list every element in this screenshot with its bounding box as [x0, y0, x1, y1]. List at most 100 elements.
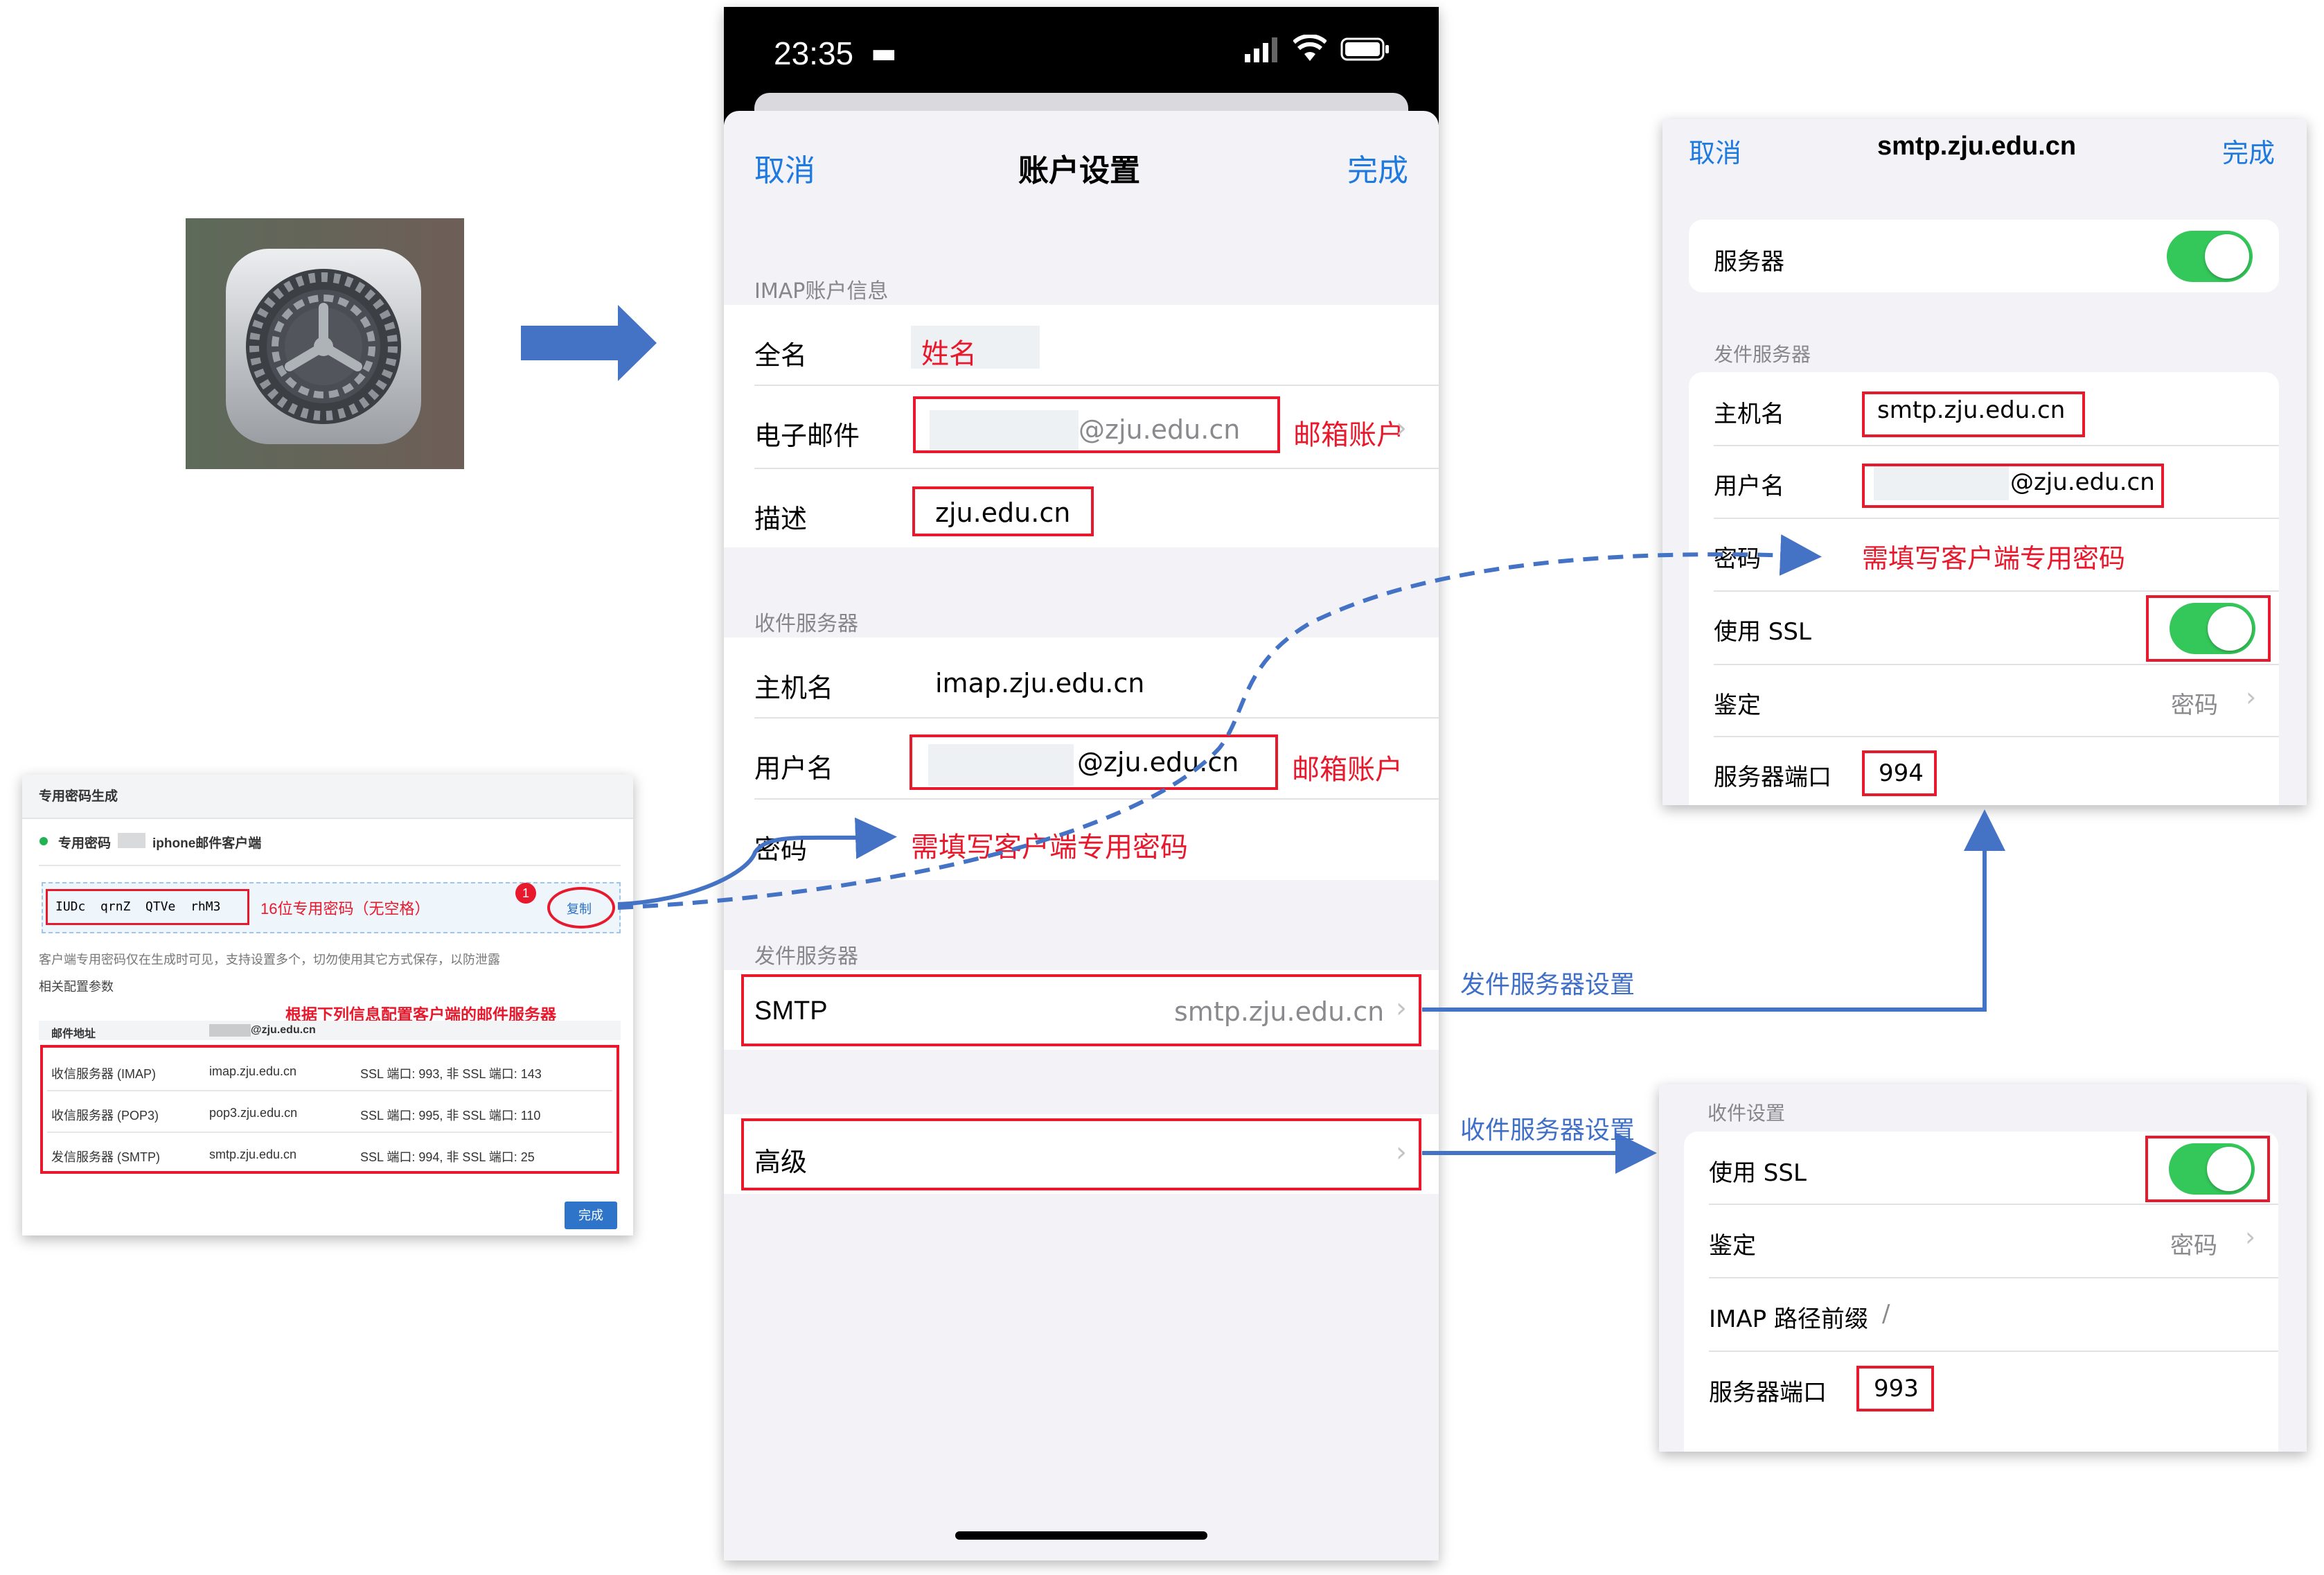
- smtp-server-label: 服务器: [1714, 248, 1784, 276]
- incoming-settings-annotation: 收件服务器设置: [1460, 1116, 1635, 1145]
- step-badge: 1: [515, 883, 536, 904]
- imap-port-label: 服务器端口: [1709, 1379, 1827, 1407]
- password-value[interactable]: IUDc qrnZ QTVe rhM3: [55, 899, 221, 914]
- imap-user-note: 邮箱账户: [1292, 754, 1403, 786]
- smtp-server-toggle[interactable]: [2167, 231, 2253, 282]
- smtp-cancel-button[interactable]: 取消: [1689, 138, 1742, 168]
- smtp-highlight: [741, 974, 1421, 1046]
- web-done-button[interactable]: 完成: [565, 1202, 617, 1229]
- smtp-panel-title: smtp.zju.edu.cn: [1877, 132, 2077, 161]
- imap-ssl-toggle[interactable]: [2169, 1143, 2255, 1195]
- smtp-port-highlight: [1862, 750, 1937, 796]
- smtp-done-button[interactable]: 完成: [2222, 138, 2276, 168]
- fullname-label: 全名: [754, 340, 808, 371]
- imap-section-header: 收件设置: [1707, 1102, 1786, 1125]
- smtp-ssl-highlight: [2146, 595, 2271, 662]
- section-header-imap: IMAP账户信息: [754, 279, 889, 303]
- chevron-right-icon: ›: [1396, 1136, 1407, 1168]
- password-generator-panel: 专用密码生成 专用密码 iphone邮件客户端 IUDc qrnZ QTVe r…: [22, 775, 633, 1235]
- password-highlight: [46, 889, 249, 925]
- imap-password-note: 需填写客户端专用密码: [911, 832, 1188, 863]
- email-label: 电子邮件: [754, 421, 860, 451]
- email-value[interactable]: @zju.edu.cn: [1079, 414, 1241, 445]
- done-button[interactable]: 完成: [1347, 153, 1408, 188]
- description-label: 描述: [754, 504, 808, 534]
- row-ports: SSL 端口: 994, 非 SSL 端口: 25: [360, 1150, 535, 1164]
- email-highlight: [913, 396, 1280, 453]
- smtp-port-label: 服务器端口: [1714, 764, 1831, 791]
- imap-advanced-panel: 收件设置 使用 SSL 鉴定 密码 › IMAP 路径前缀 / 服务器端口 99…: [1659, 1084, 2307, 1452]
- big-arrow-icon: [521, 305, 657, 381]
- imap-ssl-highlight: [2145, 1136, 2270, 1202]
- config-table-highlight: [40, 1045, 619, 1174]
- imap-port-highlight: [1856, 1366, 1934, 1411]
- header-email-value: @zju.edu.cn: [251, 1024, 316, 1036]
- copy-highlight: [547, 887, 615, 929]
- outgoing-settings-annotation: 发件服务器设置: [1460, 971, 1635, 999]
- imap-ssl-label: 使用 SSL: [1709, 1159, 1807, 1187]
- battery-icon: [1340, 37, 1390, 65]
- smtp-label[interactable]: SMTP: [754, 996, 828, 1026]
- smtp-auth-value[interactable]: 密码: [2171, 692, 2218, 719]
- smtp-ssl-toggle[interactable]: [2170, 603, 2255, 654]
- row-ports: SSL 端口: 993, 非 SSL 端口: 143: [360, 1067, 542, 1081]
- section-header-outgoing: 发件服务器: [754, 944, 858, 969]
- imap-group: [724, 305, 1439, 547]
- imap-prefix-value[interactable]: /: [1882, 1300, 1890, 1328]
- smtp-auth-label: 鉴定: [1714, 692, 1761, 719]
- advanced-group: [724, 1114, 1439, 1194]
- phone-screen: 23:35 ▬ 取消 账户设置 完成 IMAP账户信息 全名 姓名 电子邮件 @…: [724, 7, 1439, 1560]
- password-note: 16位专用密码（无空格）: [260, 900, 430, 917]
- chevron-right-icon: ›: [2246, 682, 2257, 712]
- imap-auth-label: 鉴定: [1709, 1232, 1756, 1260]
- home-indicator: [955, 1531, 1207, 1540]
- smtp-port-value[interactable]: 994: [1879, 759, 1924, 787]
- smtp-password-note: 需填写客户端专用密码: [1862, 543, 2126, 574]
- web-item-name: iphone邮件客户端: [152, 836, 262, 851]
- row-ports: SSL 端口: 995, 非 SSL 端口: 110: [360, 1109, 541, 1123]
- web-panel-title: 专用密码生成: [39, 789, 118, 804]
- smtp-host-label: 主机名: [1714, 401, 1784, 428]
- imap-port-value[interactable]: 993: [1874, 1375, 1919, 1402]
- chevron-right-icon: ›: [1396, 412, 1407, 444]
- fullname-value[interactable]: 姓名: [921, 338, 977, 370]
- page-title: 账户设置: [1018, 153, 1140, 188]
- sleep-icon: ▬: [871, 37, 897, 69]
- smtp-value[interactable]: smtp.zju.edu.cn: [1174, 996, 1385, 1027]
- smtp-password-label[interactable]: 密码: [1714, 545, 1761, 573]
- signal-icon: [1245, 36, 1279, 67]
- chevron-right-icon: ›: [1396, 992, 1407, 1024]
- web-notice: 客户端专用密码仅在生成时可见，支持设置多个，切勿使用其它方式保存，以防泄露: [39, 953, 500, 967]
- smtp-section-header: 发件服务器: [1714, 343, 1811, 366]
- imap-host-value[interactable]: imap.zju.edu.cn: [935, 668, 1145, 698]
- description-value[interactable]: zju.edu.cn: [935, 498, 1071, 528]
- web-item-prefix: 专用密码: [58, 836, 112, 851]
- config-note: 根据下列信息配置客户端的邮件服务器: [285, 1005, 556, 1023]
- smtp-user-value[interactable]: @zju.edu.cn: [2010, 468, 2155, 496]
- imap-user-label: 用户名: [754, 753, 834, 784]
- header-email: 邮件地址: [51, 1028, 96, 1040]
- status-time: 23:35: [774, 35, 854, 71]
- copy-button[interactable]: 复制: [567, 902, 592, 916]
- settings-app-tile: [186, 218, 464, 469]
- imap-auth-value[interactable]: 密码: [2170, 1232, 2217, 1260]
- wifi-icon: [1292, 34, 1328, 65]
- description-highlight: [912, 486, 1094, 536]
- settings-gear-icon[interactable]: [226, 249, 421, 444]
- smtp-host-value[interactable]: smtp.zju.edu.cn: [1877, 396, 2066, 424]
- imap-password-label[interactable]: 密码: [754, 834, 808, 865]
- section-header-incoming: 收件服务器: [754, 612, 858, 636]
- row-name: 发信服务器 (SMTP): [51, 1150, 160, 1164]
- chevron-right-icon: ›: [2245, 1222, 2256, 1252]
- row-host: pop3.zju.edu.cn: [209, 1106, 298, 1120]
- status-dot-icon: [39, 837, 48, 845]
- row-name: 收信服务器 (IMAP): [51, 1067, 156, 1081]
- smtp-settings-panel: 取消 smtp.zju.edu.cn 完成 服务器 发件服务器 主机名 smtp…: [1662, 119, 2307, 805]
- cancel-button[interactable]: 取消: [754, 153, 815, 188]
- advanced-label[interactable]: 高级: [754, 1147, 808, 1177]
- smtp-user-highlight: [1862, 464, 2164, 508]
- row-name: 收信服务器 (POP3): [51, 1109, 159, 1123]
- config-label: 相关配置参数: [39, 980, 114, 994]
- imap-host-label: 主机名: [754, 673, 834, 703]
- imap-user-highlight: [910, 734, 1278, 790]
